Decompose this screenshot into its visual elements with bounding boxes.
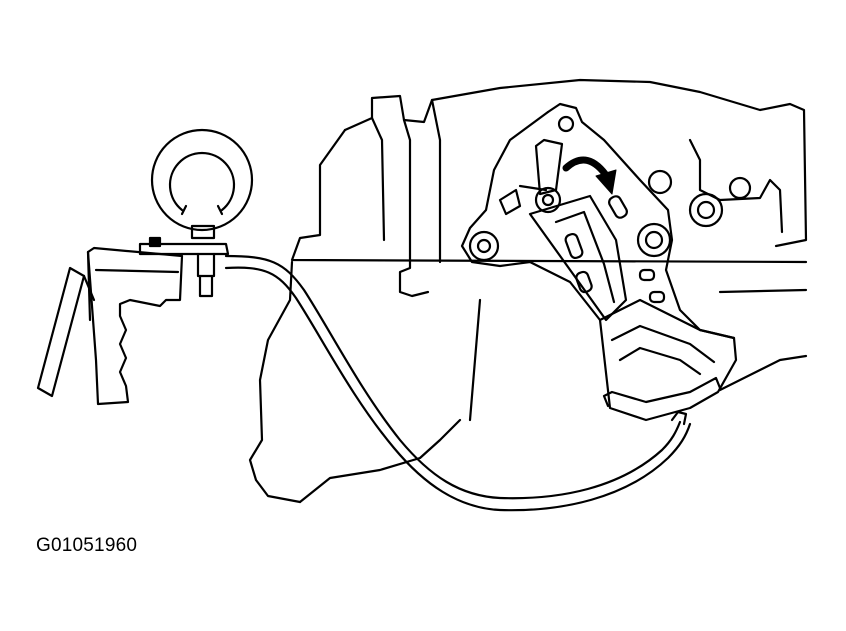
intake-manifold-outline [250,80,806,502]
throttle-body-bracket [462,104,736,424]
figure-code: G01051960 [36,535,138,556]
hand-pump-icon [38,248,182,404]
rotation-arrow-icon [566,160,616,194]
vacuum-hose-icon [226,256,690,510]
vacuum-gauge-icon [140,130,252,296]
